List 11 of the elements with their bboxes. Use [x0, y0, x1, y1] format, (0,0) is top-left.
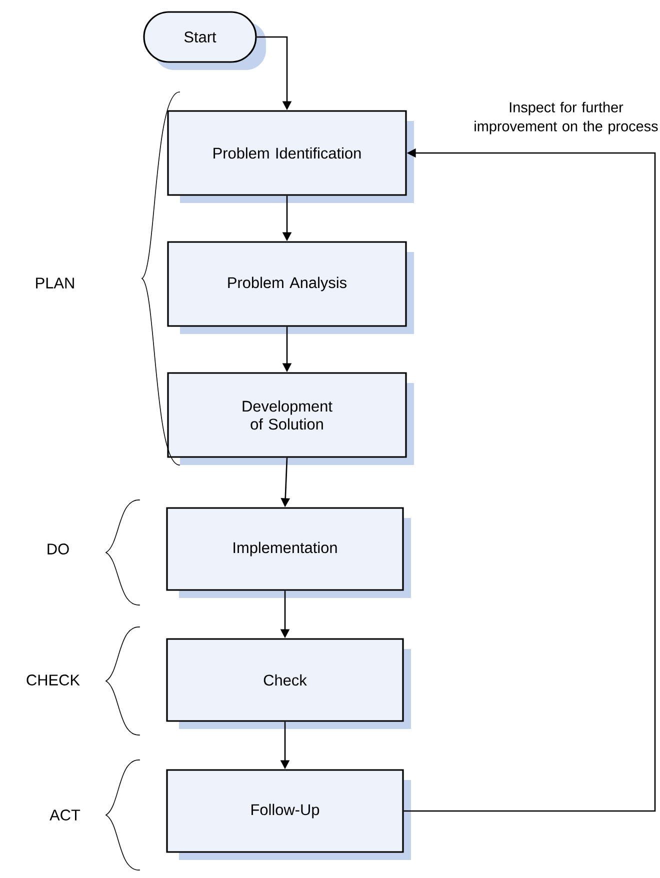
edge-label: Inspect for further improvement on the process — [465, 100, 660, 136]
process-box: Problem Analysis — [167, 241, 414, 334]
process-box: Follow-Up — [166, 769, 411, 860]
process-box: Check — [166, 638, 411, 729]
phase-label: PLAN — [36, 278, 74, 288]
process-box: Development of Solution — [167, 372, 414, 465]
process-box: Implementation — [166, 507, 411, 598]
process-box: Problem Identification — [167, 110, 414, 203]
phase-label: CHECK — [26, 674, 80, 686]
phase-label: ACT — [50, 810, 80, 820]
phase-label: DO — [48, 544, 69, 554]
